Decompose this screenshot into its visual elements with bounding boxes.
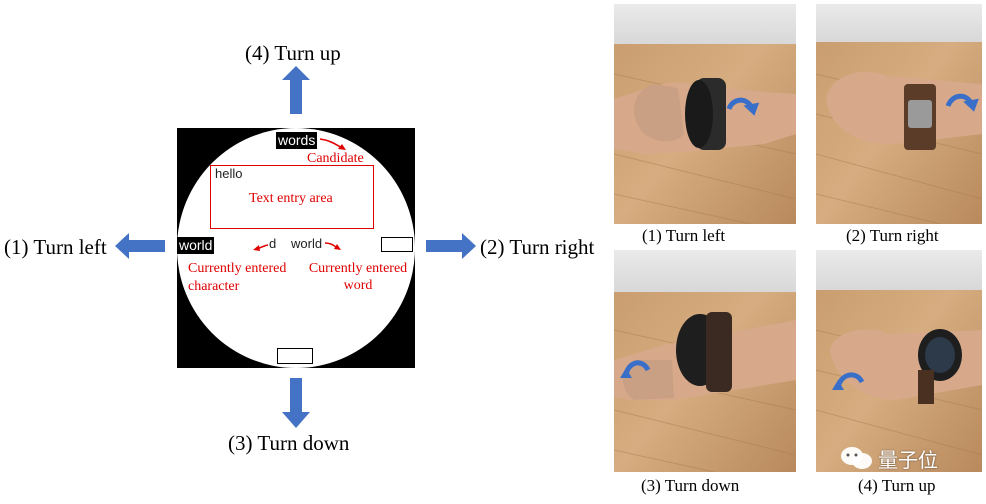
photo-caption-3: (3) Turn down — [641, 476, 740, 495]
right-candidate-slot[interactable] — [381, 237, 413, 252]
down-arrow-icon — [282, 378, 310, 428]
candidate-word[interactable]: words — [276, 132, 318, 149]
bottom-candidate-slot[interactable] — [277, 348, 313, 364]
turn-up-label: (4) Turn up — [245, 41, 341, 65]
char-pointer-icon — [253, 244, 269, 251]
photo-1-image — [614, 4, 796, 224]
watch-screen: words Candidate hello Text entry area wo… — [177, 128, 415, 368]
text-entry-label: Text entry area — [249, 191, 333, 206]
word-pointer-icon — [324, 242, 341, 250]
photo-4-image — [816, 250, 982, 472]
turn-down-label: (3) Turn down — [228, 431, 350, 455]
watermark-text: 量子位 — [878, 448, 938, 472]
photo-turn-right — [816, 4, 982, 224]
photo-caption-2: (2) Turn right — [846, 226, 939, 245]
current-char-label-line1: Currently entered — [188, 261, 287, 276]
photo-2-image — [816, 4, 982, 224]
current-char-label-line2: character — [188, 279, 240, 294]
photo-turn-left — [614, 4, 796, 224]
entered-text: hello — [215, 166, 243, 181]
text-entry-area[interactable] — [210, 165, 374, 229]
photo-caption-4: (4) Turn up — [858, 476, 936, 495]
right-arrow-icon — [426, 233, 476, 259]
photo-3-image — [614, 250, 796, 472]
current-char: d — [269, 236, 277, 251]
up-arrow-icon — [282, 66, 310, 114]
left-arrow-icon — [115, 233, 165, 259]
candidate-pointer-icon — [319, 138, 346, 150]
current-word: world — [291, 236, 323, 251]
candidate-label: Candidate — [307, 151, 364, 166]
turn-left-label: (1) Turn left — [4, 235, 107, 259]
photo-turn-down — [614, 250, 796, 472]
turn-right-label: (2) Turn right — [480, 235, 595, 259]
left-candidate-word[interactable]: world — [177, 237, 215, 254]
current-word-label: Currently entered word — [308, 261, 408, 293]
wechat-icon — [841, 447, 872, 469]
photo-turn-up: 量子位 — [816, 250, 982, 472]
watch-face — [177, 128, 415, 368]
photo-caption-1: (1) Turn left — [642, 226, 726, 245]
